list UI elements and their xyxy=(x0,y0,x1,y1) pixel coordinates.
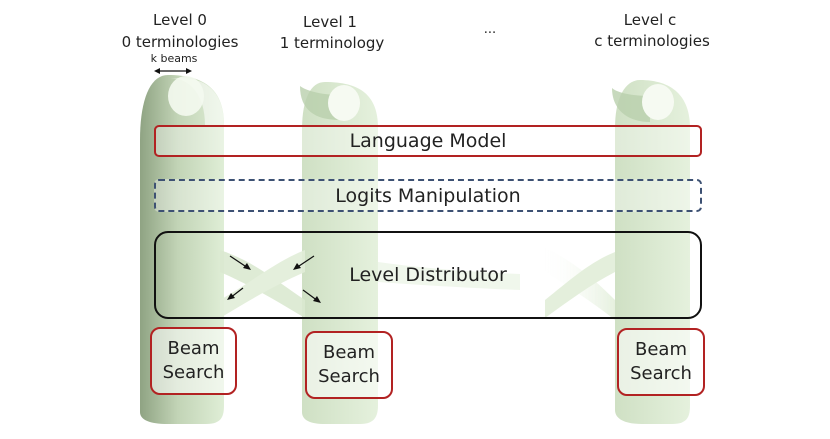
levels-ellipsis: ... xyxy=(483,22,497,37)
beam-search-line2: Search xyxy=(162,362,225,383)
arrow-down-left-lower xyxy=(227,287,244,300)
k-beams-arrow xyxy=(154,68,192,74)
crossing-ribbons-c xyxy=(540,245,615,320)
beam-search-line1: Beam xyxy=(635,339,687,360)
crossing-ribbons-0-1 xyxy=(220,250,520,318)
beam-search-line2: Search xyxy=(630,363,692,384)
level-1-title: Level 1 xyxy=(303,13,357,31)
arrow-down-left-upper xyxy=(293,255,315,270)
beam-search-line1: Beam xyxy=(167,338,220,359)
beam-search-level-c: Beam Search xyxy=(617,328,705,396)
level-c-subtitle: c terminologies xyxy=(594,32,710,50)
beam-search-line2: Search xyxy=(318,366,380,387)
k-beams-label: k beams xyxy=(150,52,198,65)
level-distributor-box: Level Distributor xyxy=(154,231,702,319)
arrow-down-right xyxy=(229,255,251,270)
logits-manipulation-box: Logits Manipulation xyxy=(154,179,702,212)
level-0-title: Level 0 xyxy=(153,11,207,29)
distributor-arrows xyxy=(227,255,321,303)
level-1-subtitle: 1 terminology xyxy=(279,34,385,52)
language-model-box: Language Model xyxy=(154,125,702,157)
beam-search-level-1: Beam Search xyxy=(305,331,393,399)
level-c-title: Level c xyxy=(623,11,677,29)
arrow-down-right-lower xyxy=(302,289,321,303)
beam-search-level-0: Beam Search xyxy=(150,327,237,395)
level-0-subtitle: 0 terminologies xyxy=(121,33,239,51)
beam-search-line1: Beam xyxy=(323,342,375,363)
